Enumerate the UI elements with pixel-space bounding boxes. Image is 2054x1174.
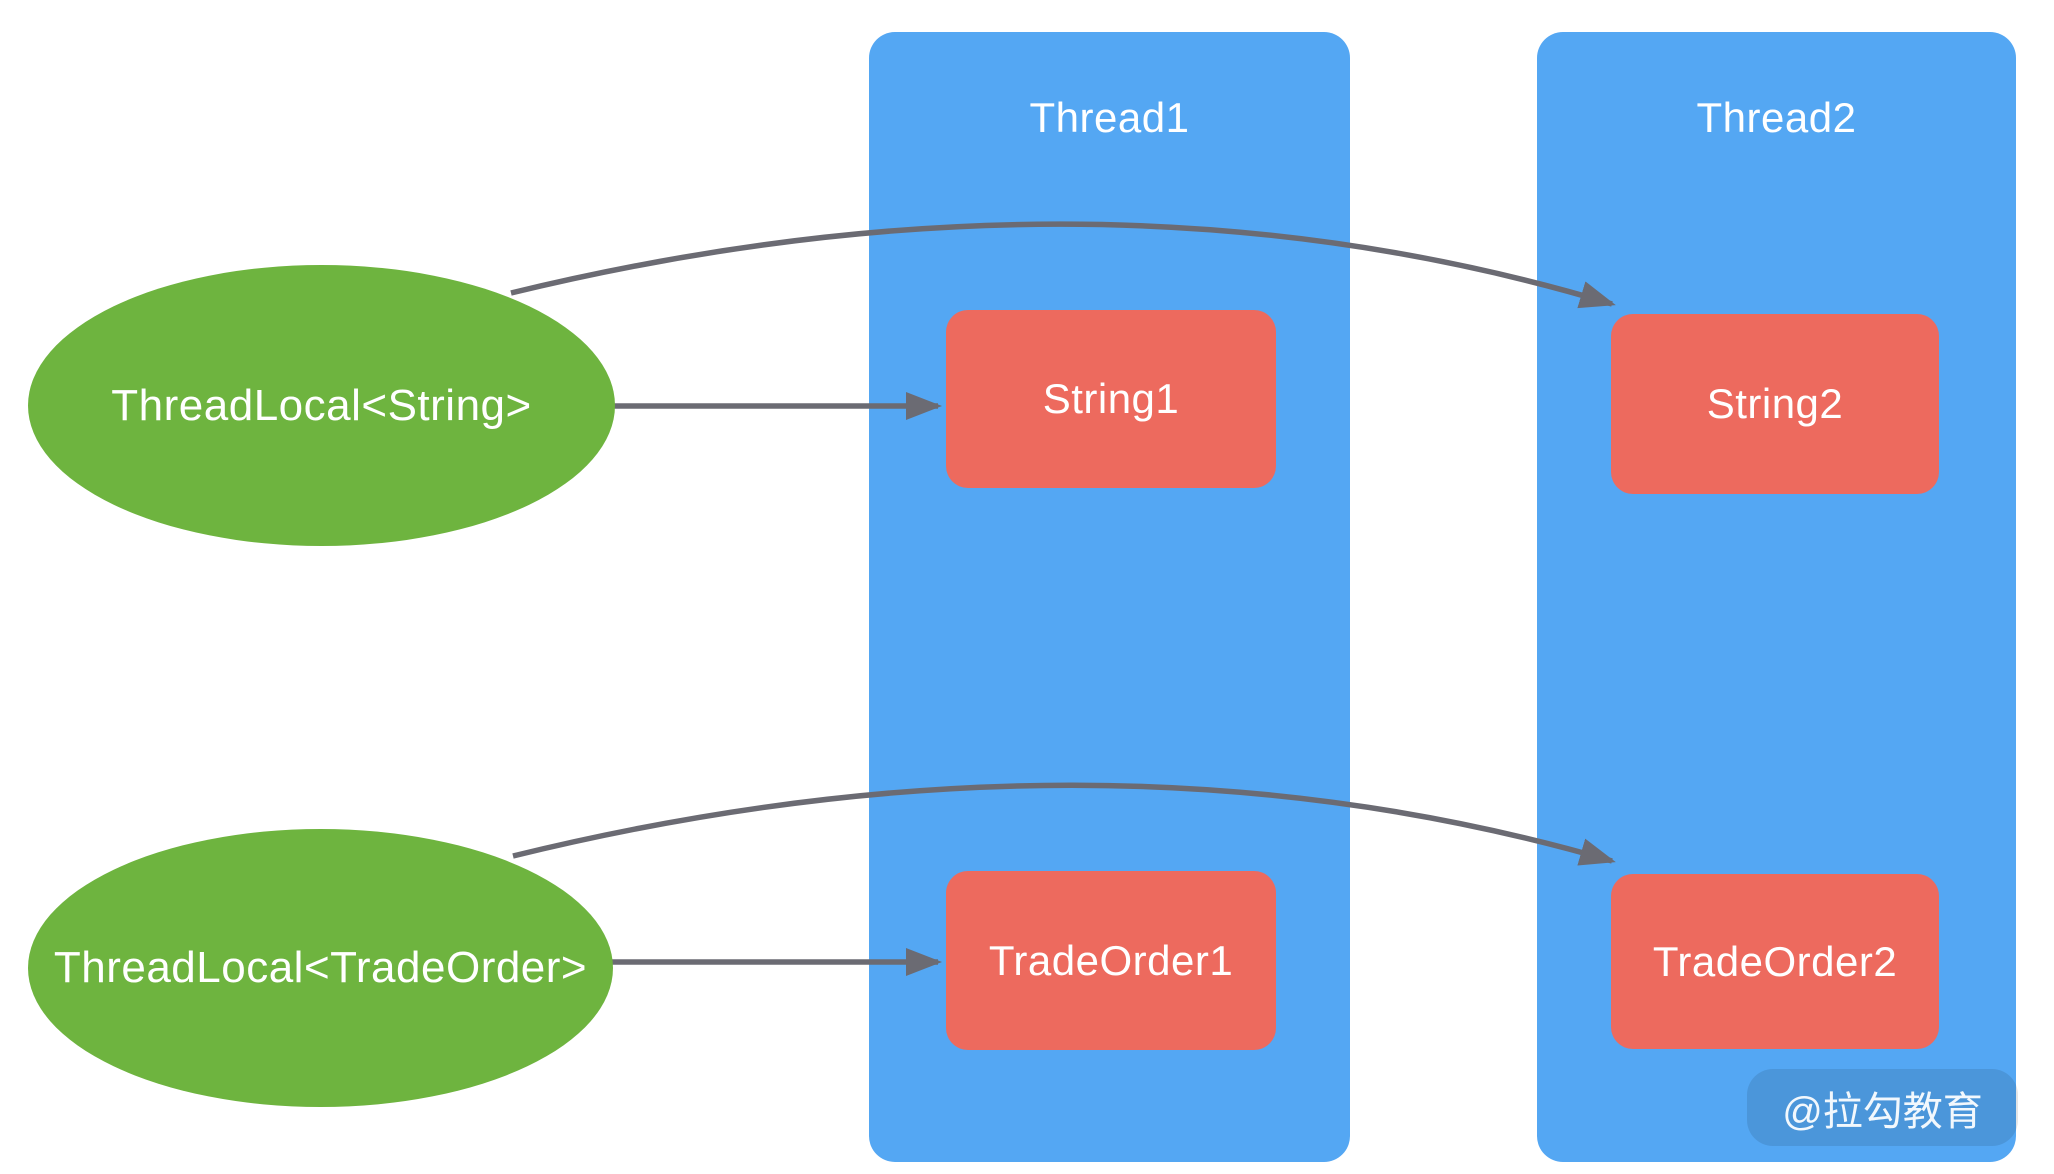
string1-label: String1 — [1042, 375, 1180, 422]
thread1-title: Thread1 — [1029, 94, 1190, 141]
tradeorder2-label: TradeOrder2 — [1652, 937, 1898, 985]
tradeorder2-node: TradeOrder2 — [1611, 874, 1939, 1049]
threadlocal-string-label: ThreadLocal<String> — [111, 380, 532, 430]
threadlocal-string-ellipse: ThreadLocal<String> — [28, 265, 615, 546]
watermark-label: @拉勾教育 — [1782, 1089, 1983, 1134]
tradeorder1-node: TradeOrder1 — [946, 871, 1276, 1050]
threadlocal-tradeorder-ellipse: ThreadLocal<TradeOrder> — [28, 829, 613, 1107]
thread2-title: Thread2 — [1696, 94, 1857, 141]
string2-label: String2 — [1706, 380, 1844, 427]
watermark-badge: @拉勾教育 — [1747, 1069, 2018, 1146]
threadlocal-tradeorder-label: ThreadLocal<TradeOrder> — [53, 943, 588, 992]
tradeorder1-label: TradeOrder1 — [988, 936, 1234, 984]
string2-node: String2 — [1611, 314, 1939, 494]
string1-node: String1 — [946, 310, 1276, 488]
